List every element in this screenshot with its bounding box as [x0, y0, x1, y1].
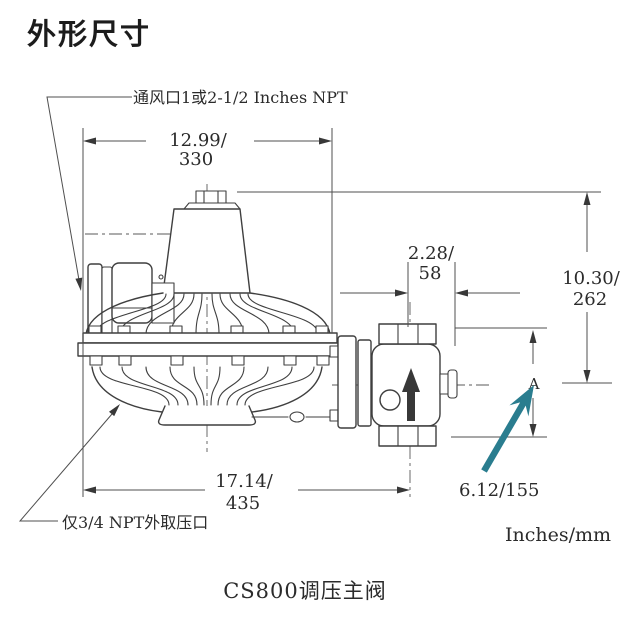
vent-leader-line [46, 96, 132, 281]
teal-annotation-arrow [481, 385, 534, 473]
case-flange [77, 325, 339, 366]
case-pedestal [157, 405, 257, 426]
vent-callout-label: 通风口1或2-1/2 Inches NPT [133, 88, 348, 107]
page-title: 外形尺寸 [27, 18, 151, 51]
pressure-tap-callout: 仅3/4 NPT外取压口 [18, 404, 208, 532]
pressure-tap-leader-line [18, 413, 113, 522]
dim-case-width-inches: 12.99/ [169, 130, 228, 151]
units-note: Inches/mm [505, 524, 611, 546]
valve-body [371, 323, 458, 447]
dim-overall-length-mm: 435 [226, 493, 260, 514]
dim-overall-height-inches: 10.30/ [562, 268, 621, 289]
spring-case-cap [183, 190, 241, 210]
vent-leader-arrowhead [75, 277, 83, 291]
dim-a-value: 6.12/155 [459, 480, 540, 501]
dimension-a: A [451, 327, 547, 438]
upper-case-ribs [95, 293, 319, 335]
flange-lower-band [77, 342, 339, 357]
bonnet [162, 208, 251, 294]
regulator-outline [77, 190, 458, 447]
dim-outlet-offset-inches: 2.28/ [408, 243, 455, 264]
upper-diaphragm-case [85, 292, 331, 335]
dimension-overall-height: 10.30/ 262 [562, 192, 621, 384]
dim-outlet-offset-mm: 58 [419, 263, 442, 284]
gauge-port [379, 389, 401, 411]
flange-bolts-bottom [89, 355, 330, 366]
dim-overall-height-mm: 262 [573, 289, 607, 310]
lower-diaphragm-case [91, 366, 339, 426]
pressure-tap-callout-label: 仅3/4 NPT外取压口 [62, 513, 208, 532]
dimension-overall-length: 17.14/ 435 [83, 471, 410, 514]
dimension-case-width: 12.99/ 330 [82, 128, 333, 497]
vent-callout: 通风口1或2-1/2 Inches NPT [46, 88, 348, 291]
inlet-boss-bottom [378, 425, 437, 447]
pressure-tap-leader-arrowhead [109, 404, 120, 417]
lower-case-ribs [99, 366, 315, 406]
outlet-flange [329, 335, 372, 429]
dimension-outlet-offset: 2.28/ 58 [340, 243, 520, 346]
dim-overall-length-inches: 17.14/ [215, 471, 274, 492]
dim-case-width-mm: 330 [179, 149, 213, 170]
flange-upper-band [82, 332, 338, 344]
flow-direction-arrow [402, 368, 420, 421]
figure-caption: CS800调压主阀 [223, 579, 387, 603]
drain-fitting [289, 411, 305, 423]
side-boss [439, 369, 458, 399]
